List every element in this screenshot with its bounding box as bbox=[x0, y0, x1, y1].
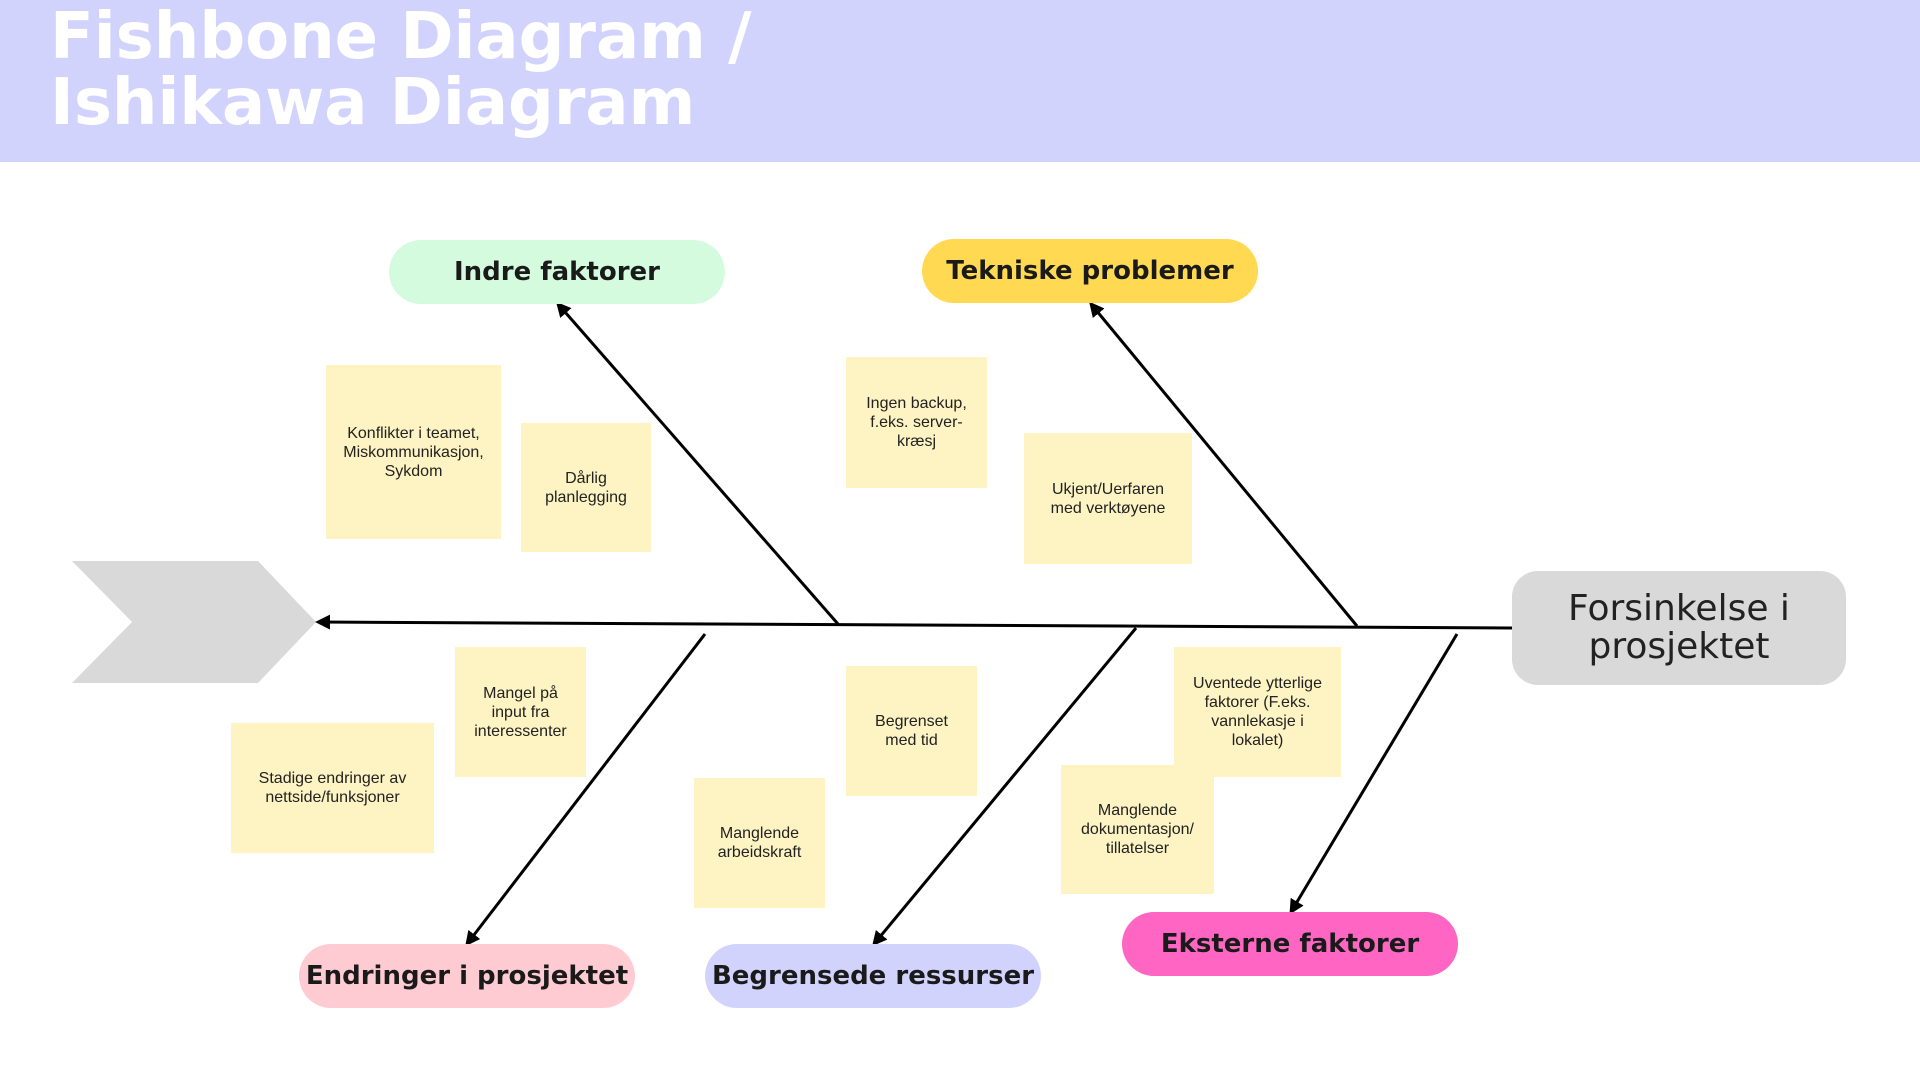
fish-tail-shape bbox=[72, 561, 316, 683]
page-title: Fishbone Diagram / Ishikawa Diagram bbox=[50, 4, 752, 136]
note-stadige-endringer: Stadige endringer av nettside/funksjoner bbox=[231, 723, 434, 853]
bone-indre bbox=[556, 301, 840, 625]
note-backup: Ingen backup, f.eks. server- kræsj bbox=[846, 357, 987, 488]
effect-box: Forsinkelse i prosjektet bbox=[1512, 571, 1846, 685]
category-endringer-i-prosjektet: Endringer i prosjektet bbox=[299, 944, 635, 1008]
note-begrenset-tid: Begrenset med tid bbox=[846, 666, 977, 796]
note-ukjent: Ukjent/Uerfaren med verktøyene bbox=[1024, 433, 1192, 564]
bone-tekniske bbox=[1089, 301, 1359, 627]
note-arbeidskraft: Manglende arbeidskraft bbox=[694, 778, 825, 908]
title-line-2: Ishikawa Diagram bbox=[50, 66, 696, 140]
category-begrensede-ressurser: Begrensede ressurser bbox=[705, 944, 1041, 1008]
category-indre-faktorer: Indre faktorer bbox=[389, 240, 725, 304]
note-uventede: Uventede ytterlige faktorer (F.eks. vann… bbox=[1174, 647, 1341, 777]
bone-endringer bbox=[465, 633, 707, 947]
note-mangel-input: Mangel på input fra interessenter bbox=[455, 647, 586, 777]
category-eksterne-faktorer: Eksterne faktorer bbox=[1122, 912, 1458, 976]
bone-eksterne bbox=[1289, 633, 1459, 915]
spine-line bbox=[315, 614, 1513, 630]
note-dokumentasjon: Manglende dokumentasjon/ tillatelser bbox=[1061, 765, 1214, 894]
title-line-1: Fishbone Diagram / bbox=[50, 0, 752, 74]
category-tekniske-problemer: Tekniske problemer bbox=[922, 239, 1258, 303]
bone-ressurser bbox=[872, 627, 1138, 947]
note-konflikter: Konflikter i teamet, Miskommunikasjon, S… bbox=[326, 365, 501, 539]
note-planlegging: Dårlig planlegging bbox=[521, 423, 651, 552]
header-banner: Fishbone Diagram / Ishikawa Diagram bbox=[0, 0, 1920, 162]
